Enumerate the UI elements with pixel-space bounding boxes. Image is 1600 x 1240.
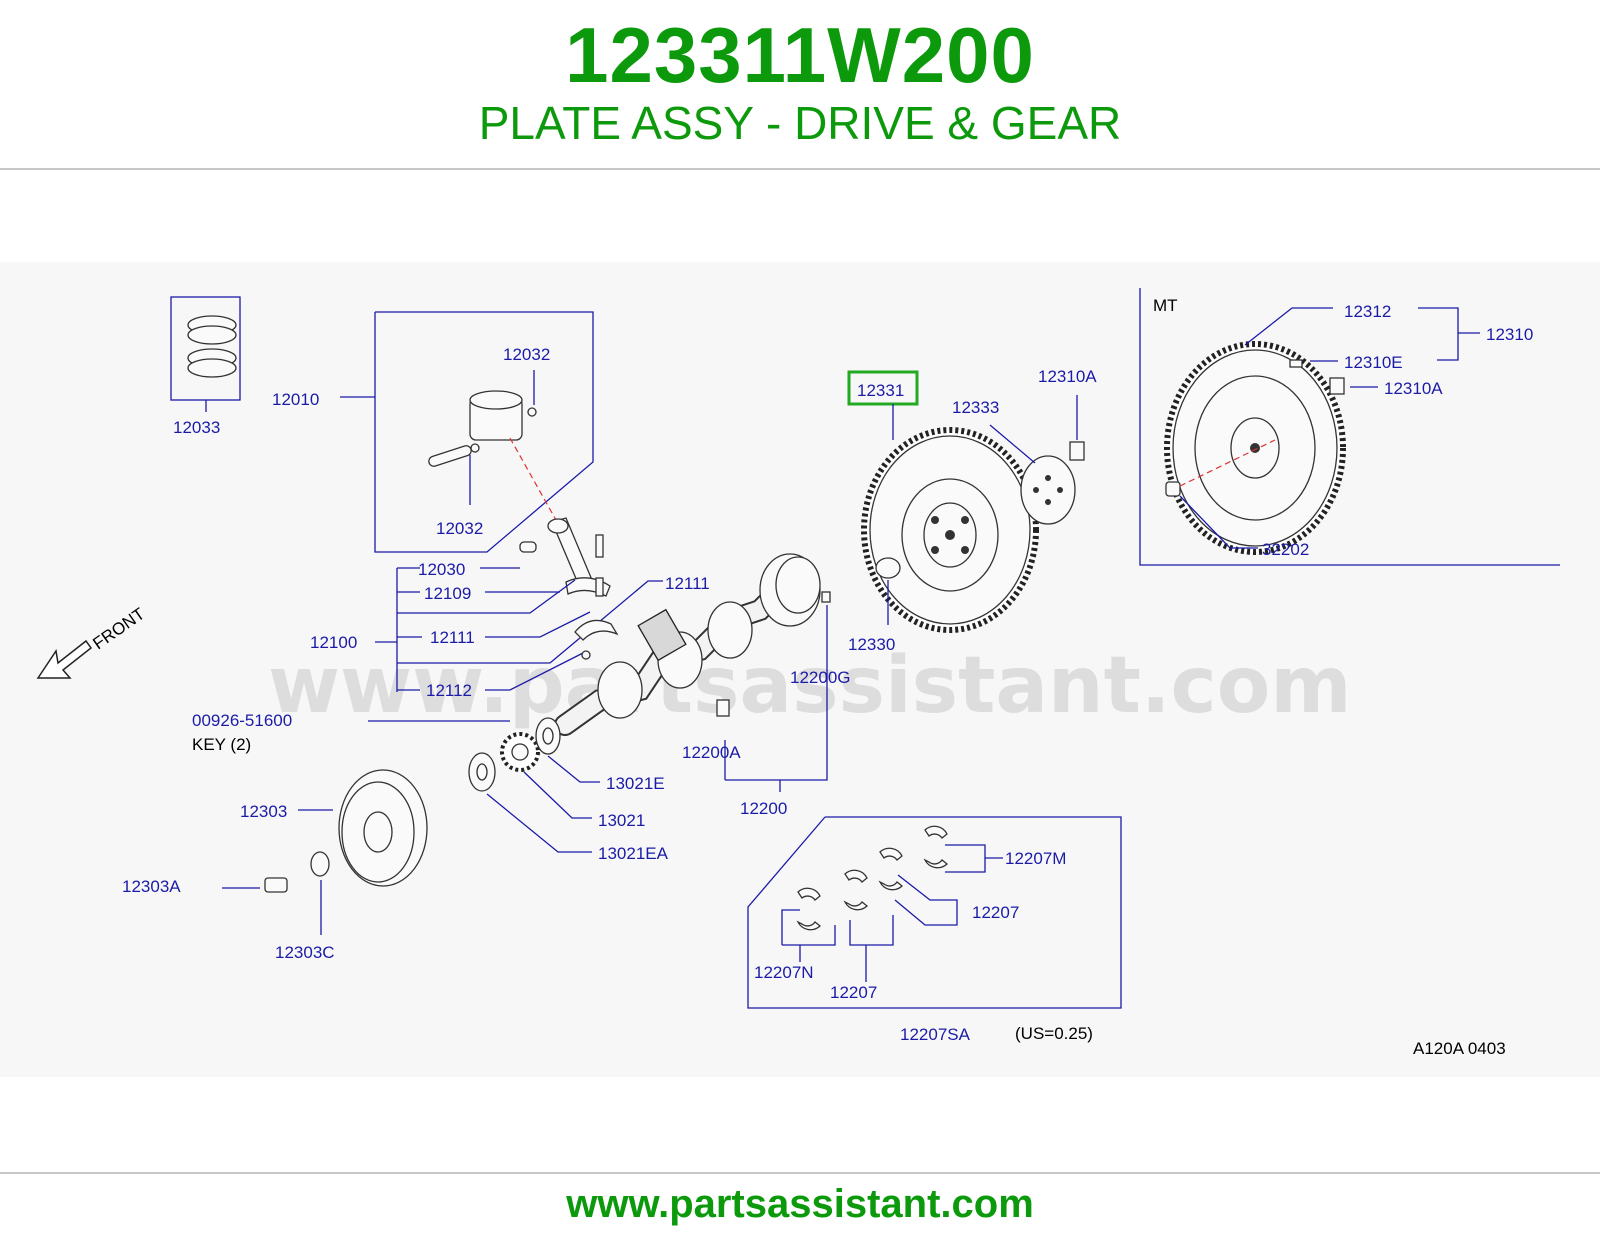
label-12207-right[interactable]: 12207: [972, 903, 1019, 922]
connecting-rod-icon: [519, 517, 611, 597]
label-13021EA[interactable]: 13021EA: [598, 844, 669, 863]
label-13021[interactable]: 13021: [598, 811, 645, 830]
diagram-code: A120A 0403: [1413, 1039, 1506, 1058]
label-12310A-mid[interactable]: 12310A: [1038, 367, 1097, 386]
label-12030[interactable]: 12030: [418, 560, 465, 579]
label-12032-bottom[interactable]: 12032: [436, 519, 483, 538]
label-32202[interactable]: 32202: [1262, 540, 1309, 559]
label-12010[interactable]: 12010: [272, 390, 319, 409]
undersize-note: (US=0.25): [1015, 1024, 1093, 1043]
label-12303C[interactable]: 12303C: [275, 943, 335, 962]
part-description: PLATE ASSY - DRIVE & GEAR: [478, 97, 1122, 149]
label-12310A-right[interactable]: 12310A: [1384, 379, 1443, 398]
footer-divider: [0, 1172, 1600, 1174]
crank-pulley-icon: [264, 769, 428, 893]
flywheel-icon: [1164, 341, 1346, 555]
bearings-box: [747, 816, 1122, 1009]
label-12100[interactable]: 12100: [310, 633, 357, 652]
label-12200A[interactable]: 12200A: [682, 743, 741, 762]
front-arrow-icon: [36, 639, 93, 679]
label-12207M[interactable]: 12207M: [1005, 849, 1066, 868]
label-12111-right[interactable]: 12111: [665, 574, 710, 593]
label-12207N[interactable]: 12207N: [754, 963, 814, 982]
label-12303[interactable]: 12303: [240, 802, 287, 821]
label-12033[interactable]: 12033: [173, 418, 220, 437]
watermark-text: www.partsassistant.com: [268, 641, 1352, 731]
reinforcement-plate-icon: [1020, 441, 1085, 525]
label-12331-highlighted[interactable]: 12331: [857, 381, 904, 400]
main-bearings-icon: [796, 825, 948, 931]
label-12207SA[interactable]: 12207SA: [900, 1025, 971, 1044]
header-divider: [0, 168, 1600, 170]
mt-label: MT: [1153, 296, 1178, 315]
label-12200G[interactable]: 12200G: [790, 668, 851, 687]
label-12200[interactable]: 12200: [740, 799, 787, 818]
piston-rings-icon: [187, 315, 237, 378]
highlight-box-12331: [847, 370, 919, 406]
label-12303A[interactable]: 12303A: [122, 877, 181, 896]
label-00926-51600[interactable]: 00926-51600: [192, 711, 292, 730]
crankshaft-icon: [554, 553, 831, 736]
key-qty-label: KEY (2): [192, 735, 251, 754]
label-12111-left[interactable]: 12111: [430, 628, 475, 647]
piston-icon: [428, 390, 537, 467]
pilot-bushing-icon: [716, 699, 730, 717]
bearing-cap-icon: [574, 619, 619, 660]
label-12109[interactable]: 12109: [424, 584, 471, 603]
page-header: 123311W200 PLATE ASSY - DRIVE & GEAR: [0, 0, 1600, 170]
crank-gear-icon: [468, 717, 561, 792]
piston-box: [374, 311, 594, 553]
label-13021E[interactable]: 13021E: [606, 774, 665, 793]
label-12207-bottom[interactable]: 12207: [830, 983, 877, 1002]
label-12032-top[interactable]: 12032: [503, 345, 550, 364]
label-12310E[interactable]: 12310E: [1344, 353, 1403, 372]
label-12310[interactable]: 12310: [1486, 325, 1533, 344]
footer-url-link[interactable]: www.partsassistant.com: [566, 1182, 1034, 1226]
label-12112[interactable]: 12112: [426, 681, 472, 700]
part-number-title: 123311W200: [565, 11, 1035, 99]
label-12333[interactable]: 12333: [952, 398, 999, 417]
label-12312[interactable]: 12312: [1344, 302, 1391, 321]
label-12330[interactable]: 12330: [848, 635, 895, 654]
piston-rings-box: [170, 296, 241, 401]
mt-box: [1139, 288, 1560, 566]
front-label: FRONT: [89, 604, 148, 653]
drive-plate-icon: [861, 427, 1039, 633]
